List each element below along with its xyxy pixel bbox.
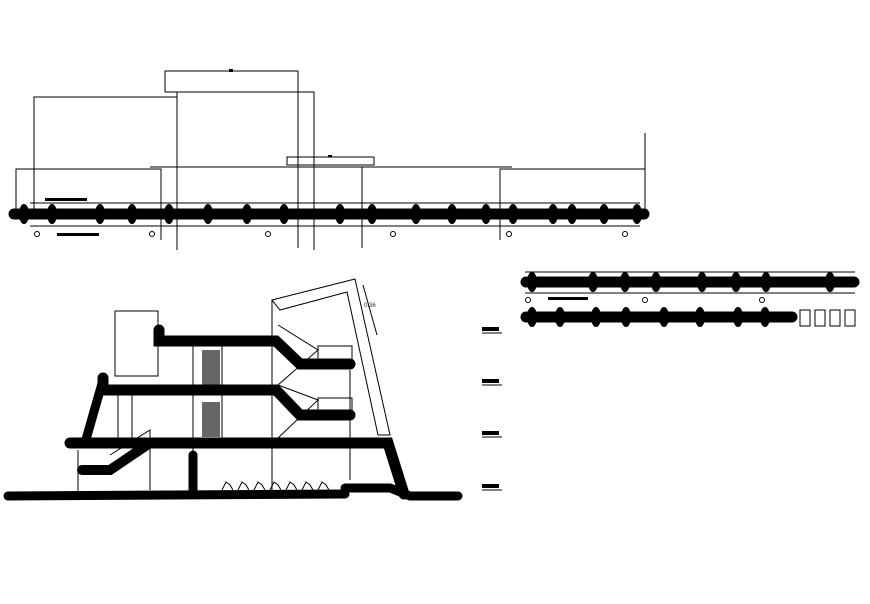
column [567, 204, 577, 224]
grid-marker-icon [506, 231, 512, 237]
building-section: 0.36 [3, 278, 463, 501]
column [242, 204, 252, 224]
grid-marker-icon [149, 231, 155, 237]
column [481, 204, 491, 224]
column [695, 307, 705, 327]
grid-marker-icon [642, 297, 648, 303]
grid-marker-icon [622, 231, 628, 237]
column [599, 204, 609, 224]
seat-icon [237, 481, 250, 491]
column [508, 204, 518, 224]
level-mark-icon [482, 484, 499, 488]
top-elevation [8, 69, 650, 250]
column [527, 307, 537, 327]
column [697, 272, 707, 292]
column [367, 204, 377, 224]
column [447, 204, 457, 224]
column [19, 204, 29, 224]
grid-marker-icon [525, 297, 531, 303]
detail-box [814, 309, 826, 327]
column [621, 307, 631, 327]
column [651, 272, 661, 292]
column [620, 272, 630, 292]
column [335, 204, 345, 224]
column [548, 204, 558, 224]
grid-marker-icon [390, 231, 396, 237]
column [591, 307, 601, 327]
seat-icon [301, 481, 314, 491]
detail-box [844, 309, 856, 327]
right-plans [482, 271, 860, 491]
level-mark-icon [482, 379, 499, 383]
detail-box [829, 309, 841, 327]
column [47, 204, 57, 224]
column [555, 307, 565, 327]
column [761, 272, 771, 292]
column [127, 204, 137, 224]
seat-icon [285, 481, 298, 491]
column [279, 204, 289, 224]
grid-marker-icon [759, 297, 765, 303]
column [659, 307, 669, 327]
seat-icon [269, 481, 282, 491]
level-mark-icon [482, 431, 499, 435]
seat-icon [317, 481, 330, 491]
seat-icon [253, 481, 266, 491]
column [825, 272, 835, 292]
seat-icon [221, 481, 234, 491]
column [731, 272, 741, 292]
level-mark-icon [482, 327, 499, 331]
column [733, 307, 743, 327]
column [203, 204, 213, 224]
grid-marker-icon [34, 231, 40, 237]
column [164, 204, 174, 224]
column [632, 204, 642, 224]
detail-box [799, 309, 811, 327]
grid-marker-icon [265, 231, 271, 237]
column [760, 307, 770, 327]
column [527, 272, 537, 292]
column [95, 204, 105, 224]
dimension-label: 0.36 [364, 303, 376, 309]
column [588, 272, 598, 292]
column [411, 204, 421, 224]
